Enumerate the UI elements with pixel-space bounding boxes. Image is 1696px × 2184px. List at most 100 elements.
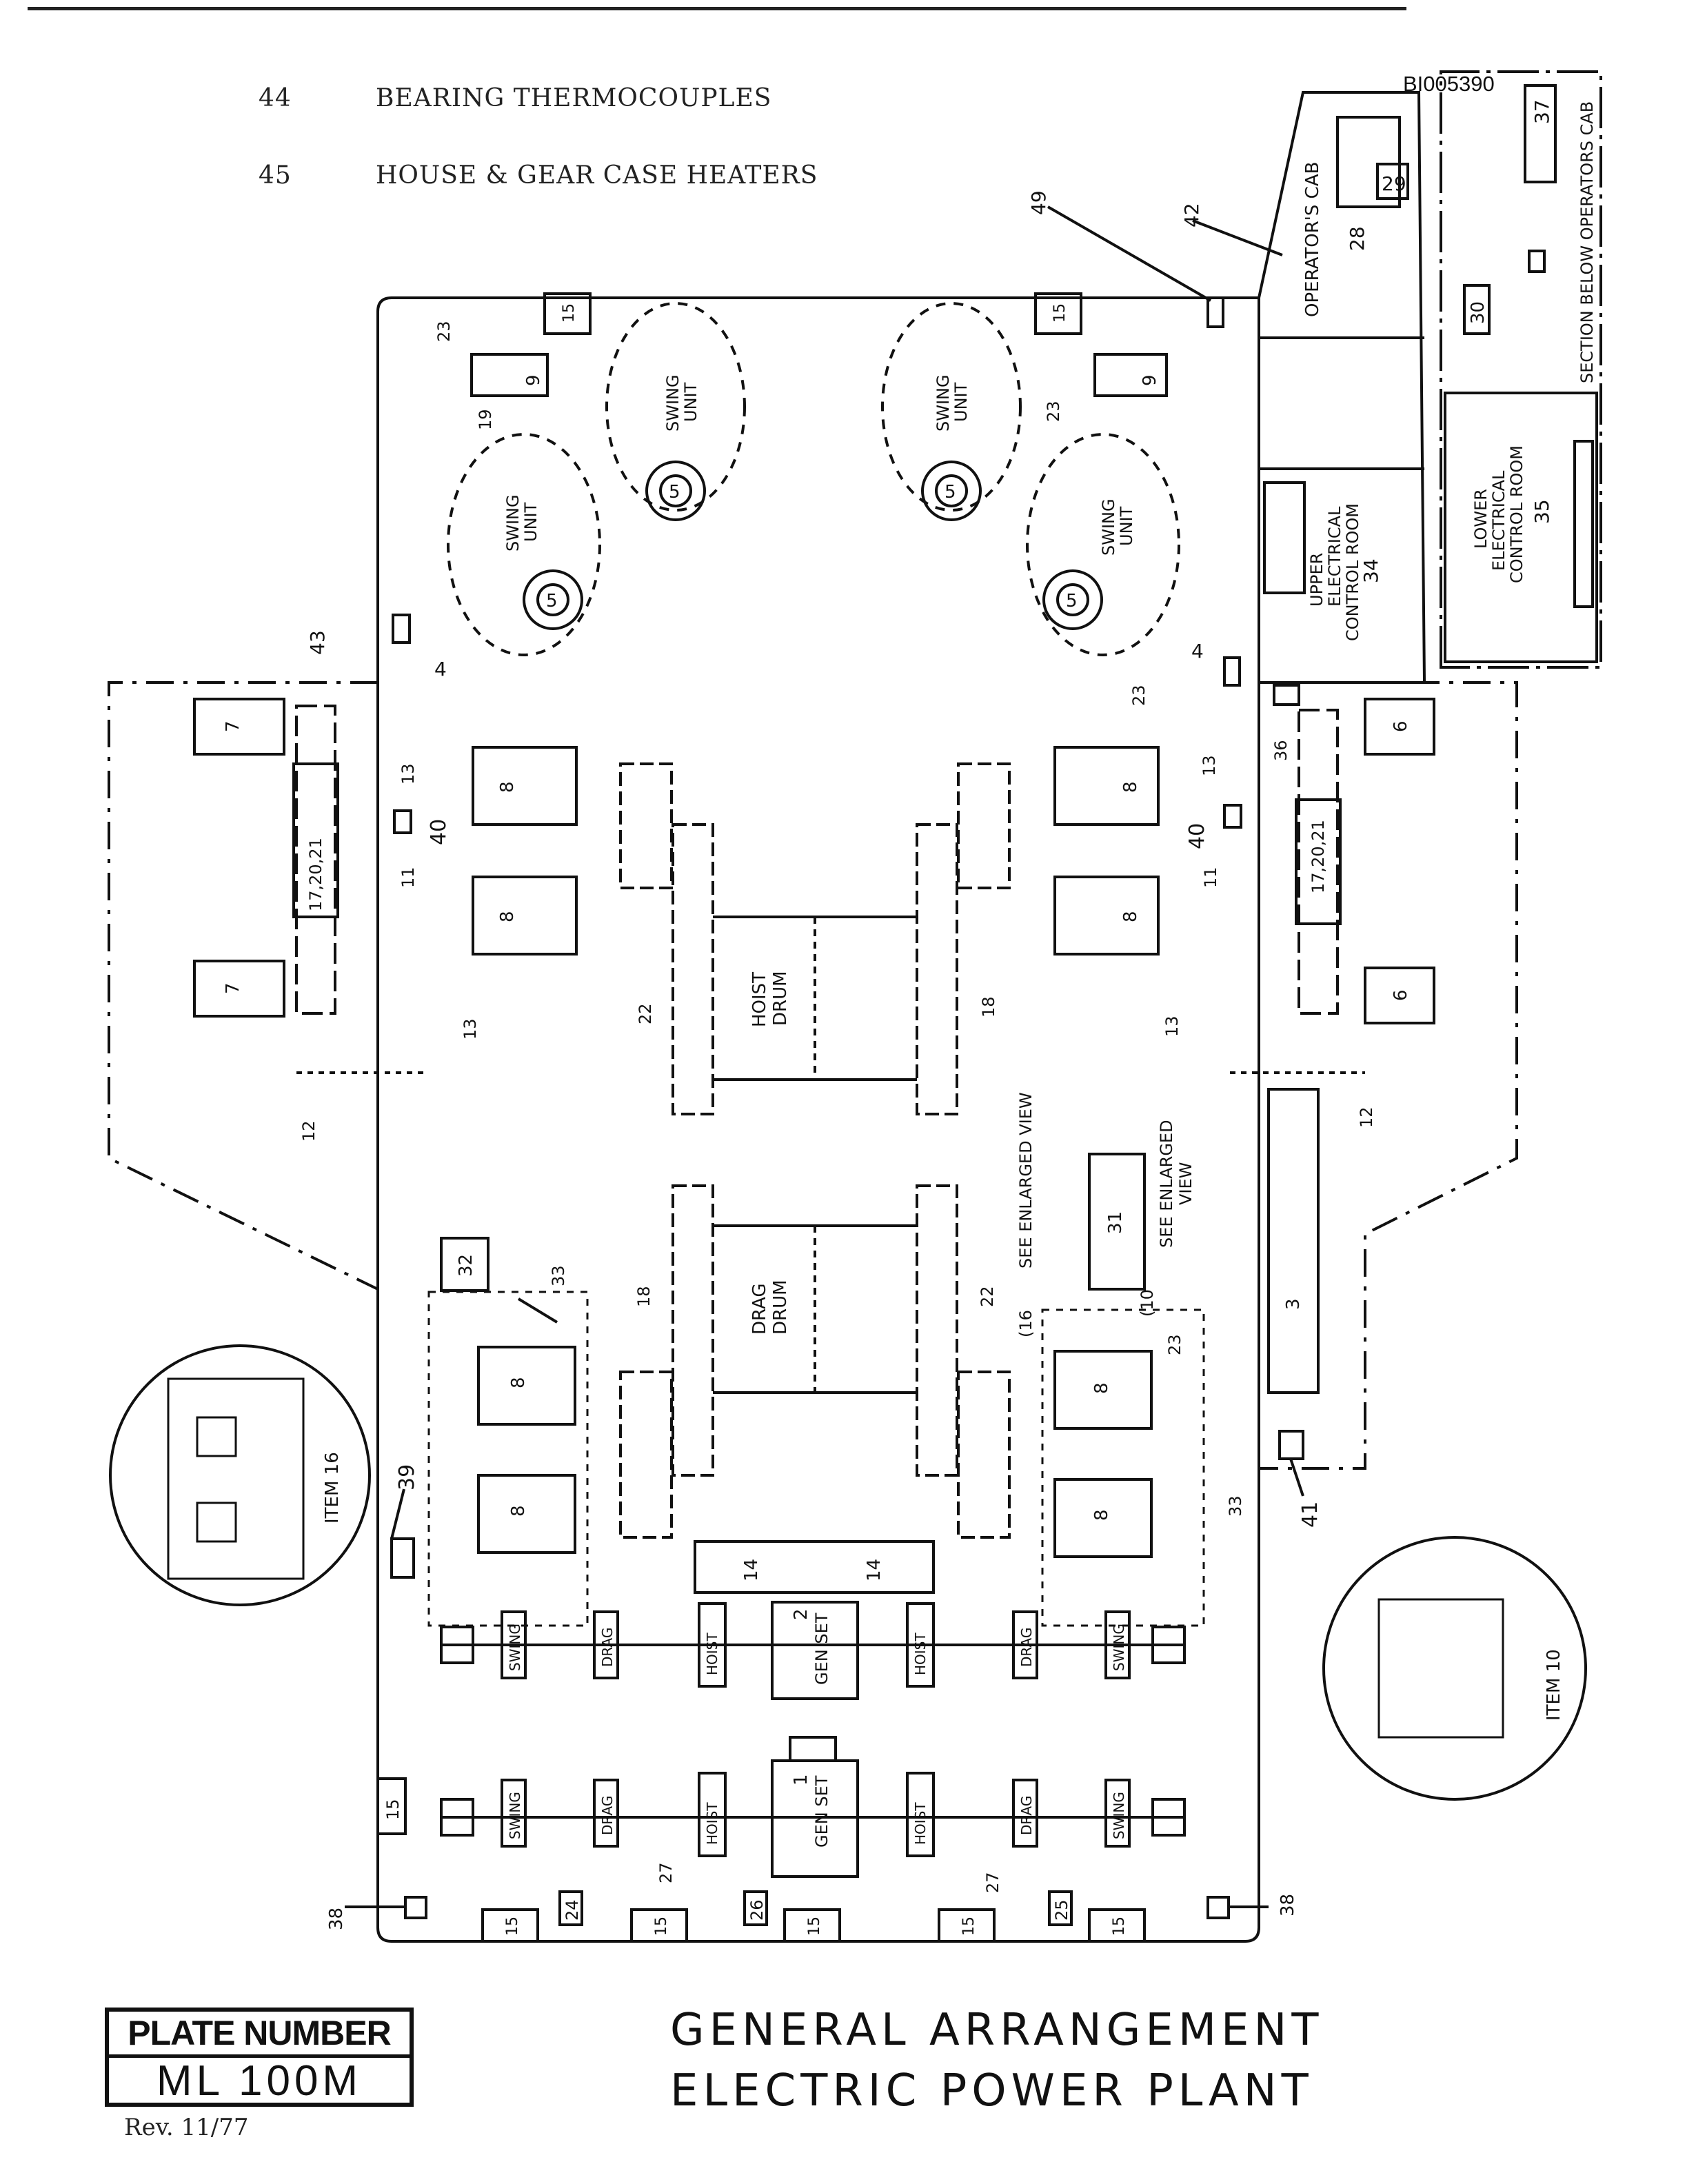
item-49-box	[1207, 296, 1224, 328]
label-item-10: ITEM 10	[1544, 1649, 1564, 1721]
label-swing-unit-n2-1: SWING	[933, 374, 953, 432]
motor-6-lower	[1364, 967, 1435, 1024]
left-wing-outline	[108, 681, 378, 1291]
callout-17-right: 17,20,21	[1309, 820, 1328, 893]
callout-8-se2: 8	[1091, 1509, 1112, 1521]
callout-16: (16	[1016, 1310, 1036, 1337]
callout-27-left: 27	[656, 1862, 676, 1883]
label-swing-unit-nw-2: UNIT	[521, 502, 541, 542]
drag-drum-assembly	[619, 1184, 1011, 1539]
item-32-box	[440, 1237, 489, 1292]
legend-text: BEARING THERMOCOUPLES	[376, 84, 772, 112]
label-swing-unit-n1-1: SWING	[663, 374, 683, 432]
plate-number-box: PLATE NUMBER ML 100M	[105, 2008, 414, 2107]
item-25-box	[1048, 1890, 1073, 1926]
callout-3: 3	[1283, 1298, 1304, 1310]
callout-8-nw2: 8	[497, 911, 518, 922]
motor-8-ne2	[1053, 876, 1160, 956]
callout-15-top-left: 15	[561, 303, 578, 323]
callout-17-left: 17,20,21	[306, 838, 325, 911]
item-15-bottom-4	[938, 1908, 996, 1943]
label-item-16: ITEM 16	[322, 1452, 343, 1524]
item-9-left	[470, 353, 549, 397]
item-15-left-side	[376, 1777, 407, 1835]
item-30-box	[1463, 284, 1491, 335]
item-14-assembly	[694, 1540, 935, 1594]
callout-15-b4: 15	[960, 1917, 978, 1936]
item-15-bottom-1	[481, 1908, 539, 1943]
callout-31: 31	[1105, 1211, 1126, 1234]
item-37-box	[1524, 84, 1557, 183]
callout-5-ne: 5	[1066, 591, 1078, 611]
motor-8-sw2	[477, 1474, 576, 1554]
callout-38-right: 38	[1278, 1894, 1298, 1917]
callout-15-b5: 15	[1111, 1917, 1128, 1936]
label-lower-room-3: CONTROL ROOM	[1507, 445, 1526, 583]
callout-4-right: 4	[1191, 640, 1204, 663]
callout-34: 34	[1360, 558, 1382, 583]
callout-10: (10	[1138, 1289, 1157, 1317]
callout-6-upper: 6	[1391, 720, 1411, 732]
cab-small-box	[1528, 250, 1546, 273]
label-hoist-1r: HOIST	[912, 1802, 929, 1845]
label-upper-room-2: ELECTRICAL	[1325, 506, 1344, 607]
callout-41: 41	[1298, 1502, 1322, 1528]
callout-19: 19	[476, 409, 495, 430]
motor-7-lower	[193, 960, 285, 1018]
label-see-enlarged-view: SEE ENLARGED VIEW	[1016, 1092, 1036, 1268]
callout-30: 30	[1468, 301, 1488, 324]
callout-7-upper: 7	[223, 720, 243, 732]
label-gen-set-2: GEN SET	[812, 1612, 831, 1685]
leader-42	[1192, 219, 1283, 256]
item-17-right-box	[1295, 798, 1342, 925]
gen-set-2-row	[440, 1601, 1186, 1700]
motor-6-upper	[1364, 698, 1435, 756]
callout-38-left: 38	[326, 1908, 347, 1930]
right-wing-outline	[1259, 681, 1518, 1470]
label-hoist-2r: HOIST	[912, 1632, 929, 1675]
callout-23-tr: 23	[1044, 401, 1063, 422]
main-deck-outline	[376, 296, 1260, 1943]
leader-33-left	[517, 1297, 558, 1324]
cab-console	[1336, 116, 1401, 208]
callout-8-nw1: 8	[497, 781, 518, 793]
cab-divider	[1259, 336, 1424, 470]
swing-unit-n1	[605, 302, 746, 521]
callout-5-n1: 5	[669, 482, 680, 503]
label-swing-unit-ne-1: SWING	[1099, 498, 1118, 556]
label-section-below-cab: SECTION BELOW OPERATORS CAB	[1577, 101, 1597, 383]
callout-13-upper-left: 13	[398, 763, 418, 785]
callout-13-lower-right: 13	[1162, 1015, 1182, 1037]
callout-15-side: 15	[383, 1799, 403, 1820]
label-drag-1l: DRAG	[599, 1796, 616, 1835]
callout-22-drag: 22	[978, 1286, 997, 1307]
label-gen-set-1: GEN SET	[812, 1775, 831, 1848]
callout-15-top-right: 15	[1051, 303, 1069, 323]
callout-37: 37	[1531, 99, 1553, 124]
item-31-box	[1088, 1153, 1146, 1291]
motor-8-se2	[1053, 1478, 1153, 1558]
callout-14-left: 14	[741, 1559, 762, 1581]
callout-18-drag: 18	[634, 1286, 654, 1307]
callout-49: 49	[1027, 190, 1050, 215]
callout-12-right: 12	[1357, 1106, 1376, 1128]
plate-number-header: PLATE NUMBER	[109, 2012, 410, 2058]
item-15-bottom-5	[1088, 1908, 1146, 1943]
label-swing-unit-n2-2: UNIT	[951, 382, 971, 422]
motor-8-ne1	[1053, 746, 1160, 826]
callout-24: 24	[563, 1899, 582, 1921]
lower-room-panel	[1573, 440, 1594, 608]
callout-12-left: 12	[299, 1120, 319, 1142]
callout-35: 35	[1531, 499, 1553, 524]
item-24-box	[558, 1890, 583, 1926]
motor-8-sw1	[477, 1346, 576, 1426]
item-16-detail-panel	[167, 1377, 305, 1580]
item-17-left-box	[292, 762, 339, 918]
item-26-box	[743, 1890, 768, 1926]
item-4-right	[1223, 656, 1241, 687]
callout-36: 36	[1271, 740, 1291, 761]
label-lower-room-1: LOWER	[1471, 489, 1491, 549]
callout-13-upper-right: 13	[1200, 755, 1219, 776]
swing-unit-ne	[1026, 433, 1180, 656]
